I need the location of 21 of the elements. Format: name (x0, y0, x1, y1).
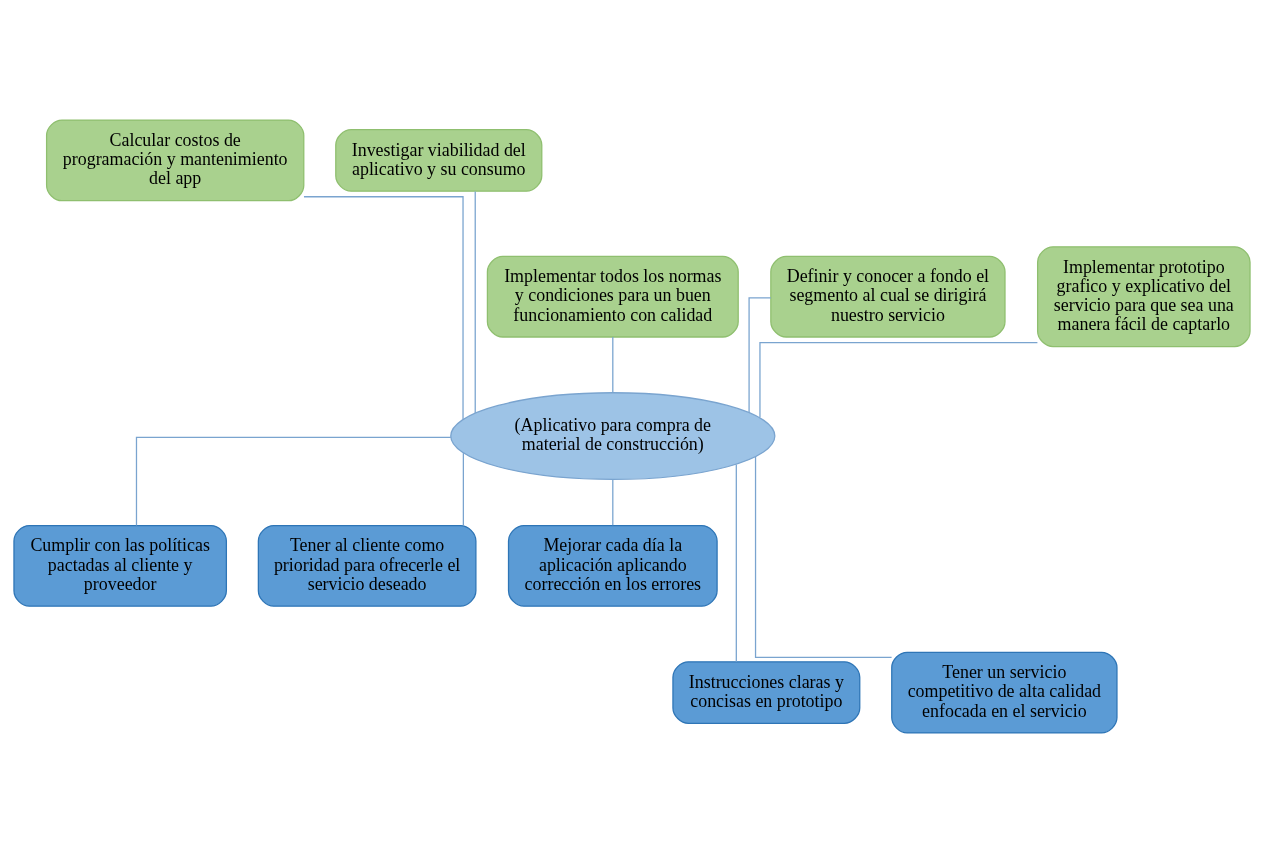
connector (612, 478, 614, 526)
node-box: Mejorar cada día la aplicación aplicando corrección en los errores (507, 524, 718, 607)
node-box: Cumplir con las políticas pactadas al cliente y proveedor (13, 524, 227, 607)
node-box: Tener al cliente como prioridad para ofrecerle el servicio deseado (257, 524, 477, 607)
connector (303, 195, 464, 420)
connector (735, 463, 737, 662)
connector (462, 451, 464, 526)
connector (754, 455, 893, 658)
connector (474, 190, 476, 414)
node-box: Implementar prototipo grafico y explicativo del servicio para que sea una manera fácil de captarlo (1037, 245, 1251, 347)
node-box: Tener un servicio competitivo de alta calidad enfocada en el servicio (891, 651, 1118, 733)
node-ellipse: (Aplicativo para compra de material de construcción) (450, 391, 776, 480)
connector (135, 436, 452, 526)
connector (748, 296, 772, 413)
node-box: Calcular costos de programación y mantenimiento del app (45, 119, 305, 201)
node-box: Investigar viabilidad del aplicativo y su consumo (335, 128, 543, 192)
connector (759, 341, 1039, 418)
node-box: Implementar todos los normas y condiciones para un buen funcionamiento con calidad (486, 255, 739, 338)
node-box: Definir y conocer a fondo el segmento al cual se dirigirá nuestro servicio (770, 255, 1006, 338)
node-box: Instrucciones claras y concisas en prototipo (672, 660, 861, 724)
connector (612, 335, 614, 393)
